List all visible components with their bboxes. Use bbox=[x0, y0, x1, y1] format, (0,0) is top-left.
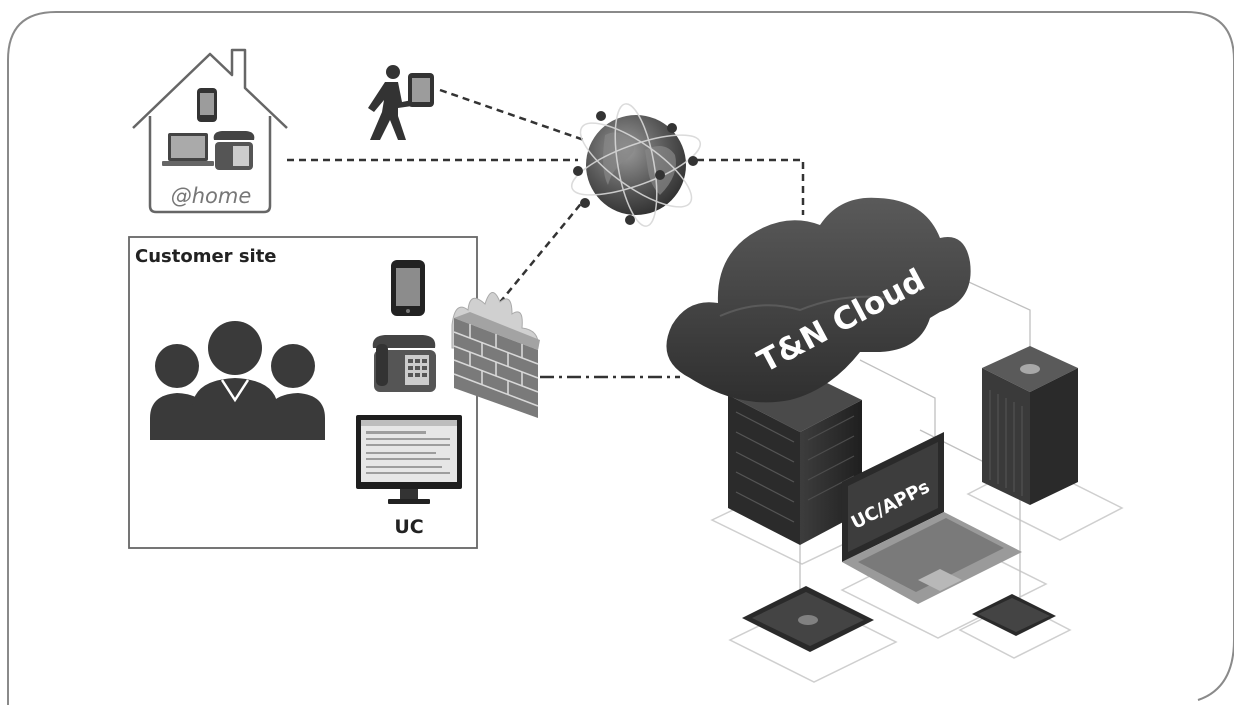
home-label: @home bbox=[171, 184, 252, 208]
users-group-icon bbox=[150, 321, 325, 440]
server-tower-icon bbox=[982, 346, 1078, 505]
uc-apps-laptop-icon: UC/APPs bbox=[842, 432, 1022, 604]
firewall-to-internet-line bbox=[491, 199, 585, 313]
desk-phone-icon bbox=[213, 131, 255, 170]
cloud-icon: T&N Cloud bbox=[666, 197, 971, 403]
customer-site: Customer site bbox=[128, 236, 478, 549]
mobile-phone-icon bbox=[197, 88, 217, 122]
uc-monitor-icon bbox=[356, 415, 462, 504]
outer-frame bbox=[7, 11, 1234, 705]
office-phone-icon bbox=[372, 335, 436, 392]
tablet-icon bbox=[408, 73, 434, 107]
connection-lines bbox=[287, 88, 805, 313]
mobile-user-to-internet-line bbox=[439, 88, 585, 142]
laptop-icon bbox=[162, 133, 214, 166]
internet-globe bbox=[570, 103, 702, 227]
mobile-worker bbox=[368, 65, 434, 140]
walking-person-icon bbox=[368, 65, 412, 140]
customer-site-label: Customer site bbox=[135, 246, 277, 267]
uc-label: UC bbox=[394, 516, 423, 538]
firewall-icon bbox=[451, 292, 540, 418]
internet-to-cloud-line bbox=[697, 158, 805, 215]
cloud-infrastructure: T&N Cloud UC/APPs bbox=[666, 197, 1124, 683]
floor-phone-icon bbox=[972, 594, 1056, 636]
home-house: @home bbox=[132, 48, 288, 214]
floor-tablet-icon bbox=[742, 586, 874, 652]
smartphone-icon bbox=[391, 260, 425, 316]
